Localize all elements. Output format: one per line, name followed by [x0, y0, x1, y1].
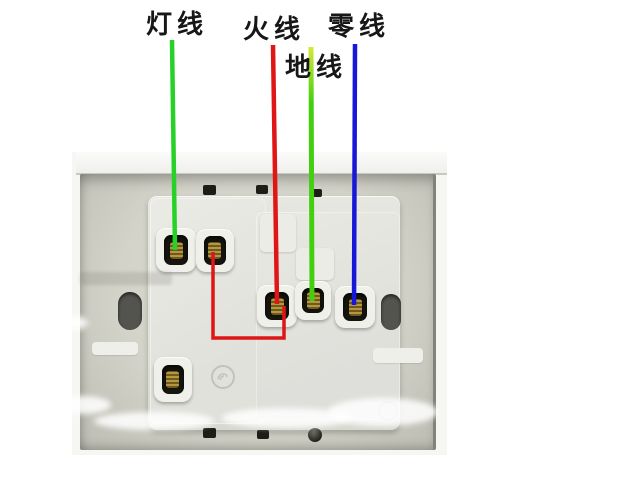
- terminal-switch-lamp: [156, 228, 196, 272]
- terminal-switch-spare: [154, 357, 192, 402]
- terminal-socket-live: [257, 285, 297, 327]
- terminal-screw: [306, 291, 320, 309]
- terminal-hole: [161, 364, 185, 395]
- watermark-smudge: [94, 412, 214, 430]
- assembly-screw: [308, 428, 322, 442]
- plate-ridge: [92, 342, 138, 355]
- terminal-socket-ground: [295, 281, 331, 320]
- mounting-slot-left: [118, 292, 142, 330]
- label-live-wire: 火线: [243, 15, 306, 44]
- watermark-smudge: [222, 408, 352, 428]
- mounting-clip: [256, 185, 268, 194]
- module-tab: [296, 248, 334, 280]
- mounting-slot-right: [381, 294, 401, 330]
- terminal-hole: [164, 235, 188, 265]
- label-neutral-wire: 零线: [328, 12, 391, 41]
- watermark-smudge: [328, 398, 438, 426]
- terminal-switch-live: [196, 229, 234, 272]
- embossed-marking: [80, 272, 172, 285]
- terminal-socket-neutral: [335, 286, 375, 328]
- ccc-mark-icon: [211, 365, 235, 389]
- mounting-clip: [257, 430, 269, 439]
- terminal-screw: [169, 241, 183, 259]
- terminal-screw: [270, 297, 284, 315]
- module-tab: [260, 214, 296, 252]
- plate-top-edge: [76, 152, 447, 175]
- terminal-screw: [166, 371, 180, 388]
- mounting-clip: [203, 428, 216, 438]
- device-photo: [56, 152, 447, 455]
- mounting-clip: [203, 185, 216, 195]
- label-ground-wire: 地线: [285, 53, 348, 82]
- mounting-clip: [311, 189, 322, 197]
- terminal-hole: [265, 292, 289, 320]
- terminal-hole: [203, 236, 227, 265]
- watermark-smudge: [58, 316, 88, 330]
- label-lamp-wire: 灯线: [146, 10, 209, 39]
- terminal-hole: [302, 287, 324, 314]
- terminal-screw: [348, 298, 362, 316]
- terminal-hole: [343, 293, 367, 321]
- plate-ridge: [373, 348, 423, 363]
- terminal-screw: [208, 242, 222, 259]
- watermark-smudge: [56, 396, 111, 414]
